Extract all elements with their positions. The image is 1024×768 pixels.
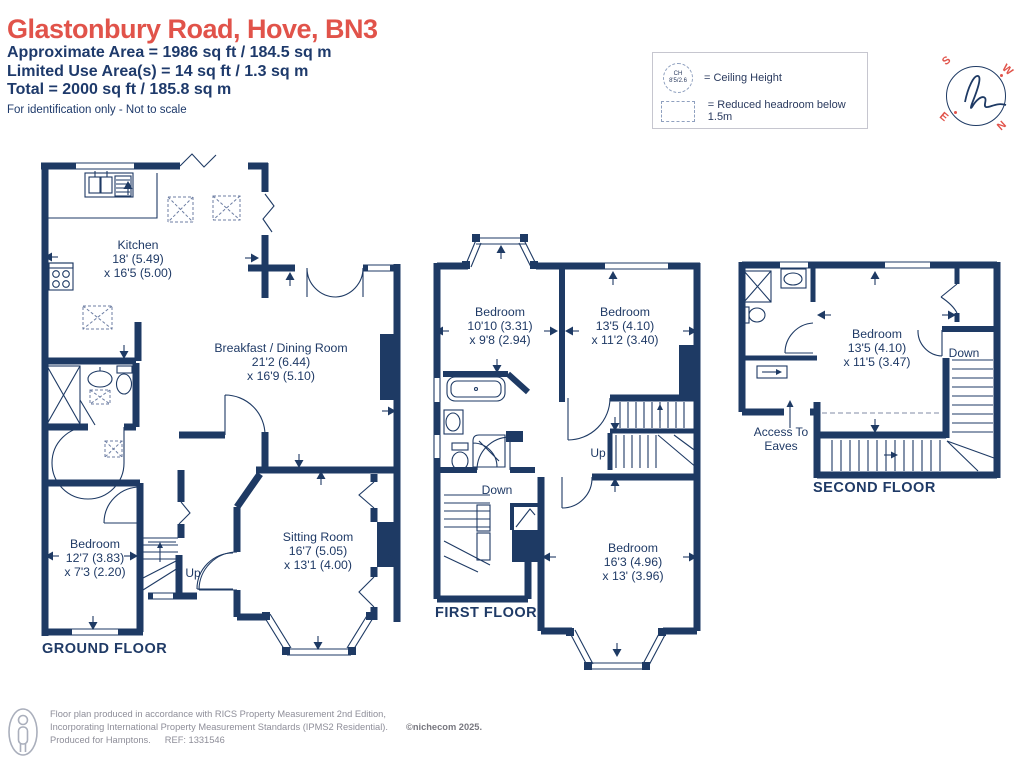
first-bedroom1-label: Bedroom 10'10 (3.31) x 9'8 (2.94) bbox=[467, 305, 532, 347]
ceiling-height-example: 8'5/2.6 bbox=[669, 78, 687, 84]
agency-logo: S W N E bbox=[937, 54, 1015, 134]
room-dim1: 18' (5.49) bbox=[112, 252, 164, 266]
eaves-label-line1: Access To bbox=[754, 425, 809, 439]
room-dim2: x 13'1 (4.00) bbox=[284, 558, 352, 572]
second-shower-room-fixtures bbox=[742, 268, 807, 324]
person-icon bbox=[8, 708, 38, 756]
ground-bay-window bbox=[262, 612, 374, 656]
ground-floor-plan: Kitchen 18' (5.49) x 16'5 (5.00) Breakfa… bbox=[41, 153, 401, 657]
footer-copyright: ©nichecom 2025. bbox=[405, 722, 483, 732]
ground-floor-title: GROUND FLOOR bbox=[42, 641, 167, 657]
disclaimer: For identification only - Not to scale bbox=[7, 103, 187, 116]
footer-line3-row: Produced for Hamptons. REF: 1331546 bbox=[50, 734, 482, 747]
legend-box: CH 8'5/2.6 = Ceiling Height = Reduced he… bbox=[652, 52, 868, 129]
room-name: Bedroom bbox=[608, 541, 658, 555]
kitchen-label: Kitchen 18' (5.49) x 16'5 (5.00) bbox=[104, 238, 172, 280]
ground-up-label: Up bbox=[185, 566, 201, 580]
ground-walls bbox=[41, 162, 401, 636]
reduced-headroom-icon bbox=[661, 100, 695, 122]
second-down-label: Down bbox=[949, 346, 980, 360]
first-windows bbox=[433, 262, 668, 458]
ceiling-height-abbr: CH bbox=[673, 71, 683, 77]
footer-line2-row: Incorporating International Property Mea… bbox=[50, 721, 482, 734]
eaves-label-line2: Eaves bbox=[764, 439, 797, 453]
second-windows bbox=[780, 261, 930, 269]
logo-monogram-icon bbox=[964, 75, 1007, 109]
room-dim2: x 13' (3.96) bbox=[602, 569, 663, 583]
ceiling-height-icon: CH 8'5/2.6 bbox=[663, 63, 693, 93]
room-dim1: 10'10 (3.31) bbox=[467, 319, 532, 333]
total-area: Total = 2000 sq ft / 185.8 sq m bbox=[7, 81, 232, 98]
ceiling-height-label: = Ceiling Height bbox=[704, 72, 782, 84]
header: Glastonbury Road, Hove, BN3 Approximate … bbox=[7, 14, 378, 116]
first-floor-title: FIRST FLOOR bbox=[435, 605, 537, 621]
room-dim2: x 11'2 (3.40) bbox=[591, 333, 658, 347]
room-dim2: x 16'5 (5.00) bbox=[104, 266, 172, 280]
second-bedroom-label: Bedroom 13'5 (4.10) x 11'5 (3.47) bbox=[843, 327, 910, 369]
room-name: Bedroom bbox=[852, 327, 902, 341]
second-stairs bbox=[831, 359, 995, 472]
first-bay-window-bottom bbox=[566, 628, 667, 670]
second-doors bbox=[784, 283, 958, 357]
room-dim1: 12'7 (3.83) bbox=[66, 551, 124, 565]
room-name: Kitchen bbox=[117, 238, 158, 252]
room-dim1: 16'3 (4.96) bbox=[604, 555, 662, 569]
first-bathroom-fixtures bbox=[443, 376, 506, 471]
room-name: Breakfast / Dining Room bbox=[214, 341, 347, 355]
room-dim1: 21'2 (6.44) bbox=[252, 355, 310, 369]
ground-bedroom-label: Bedroom 12'7 (3.83) x 7'3 (2.20) bbox=[64, 537, 125, 579]
room-dim2: x 16'9 (5.10) bbox=[247, 369, 315, 383]
room-dim2: x 7'3 (2.20) bbox=[64, 565, 125, 579]
ground-shower-room-fixtures bbox=[46, 365, 133, 426]
ground-dimension-arrows bbox=[43, 180, 397, 651]
first-stairs-down bbox=[443, 494, 491, 573]
ground-windows bbox=[72, 162, 390, 636]
room-dim2: x 11'5 (3.47) bbox=[843, 355, 910, 369]
room-name: Bedroom bbox=[70, 537, 120, 551]
room-name: Bedroom bbox=[475, 305, 525, 319]
ground-doors bbox=[51, 267, 364, 591]
first-bedroom2-label: Bedroom 13'5 (4.10) x 11'2 (3.40) bbox=[591, 305, 658, 347]
page-title: Glastonbury Road, Hove, BN3 bbox=[7, 14, 378, 44]
second-floor-plan: Bedroom 13'5 (4.10) x 11'5 (3.47) Down A… bbox=[738, 261, 1001, 496]
ground-stairs bbox=[142, 537, 179, 591]
sitting-room-label: Sitting Room 16'7 (5.05) x 13'1 (4.00) bbox=[283, 530, 353, 572]
footer-line3: Produced for Hamptons. bbox=[50, 735, 151, 745]
limited-use-area: Limited Use Area(s) = 14 sq ft / 1.3 sq … bbox=[7, 62, 309, 80]
approximate-area: Approximate Area = 1986 sq ft / 184.5 sq… bbox=[7, 44, 332, 61]
second-floor-title: SECOND FLOOR bbox=[813, 480, 936, 496]
footer: Floor plan produced in accordance with R… bbox=[6, 706, 482, 758]
first-bedroom3-label: Bedroom 16'3 (4.96) x 13' (3.96) bbox=[602, 541, 663, 583]
eaves-access bbox=[756, 365, 794, 428]
room-dim1: 16'7 (5.05) bbox=[289, 544, 347, 558]
first-walls bbox=[433, 262, 701, 635]
room-name: Sitting Room bbox=[283, 530, 353, 544]
reduced-headroom-label: = Reduced headroom below 1.5m bbox=[707, 99, 846, 123]
ground-skylights bbox=[82, 195, 241, 458]
logo-dot2-icon bbox=[954, 111, 957, 114]
room-dim1: 13'5 (4.10) bbox=[848, 341, 906, 355]
logo-dot-icon bbox=[1000, 74, 1003, 77]
room-dim2: x 9'8 (2.94) bbox=[469, 333, 530, 347]
first-down-label: Down bbox=[482, 483, 513, 497]
first-floor-plan: Bedroom 10'10 (3.31) x 9'8 (2.94) Bedroo… bbox=[433, 234, 701, 670]
ground-open-plan-breaks bbox=[178, 153, 375, 608]
first-stairs-up bbox=[615, 402, 698, 469]
footer-line2: Incorporating International Property Mea… bbox=[50, 722, 388, 732]
breakfast-dining-label: Breakfast / Dining Room 21'2 (6.44) x 16… bbox=[214, 341, 347, 383]
logo-circle-icon bbox=[946, 66, 1006, 126]
footer-line1: Floor plan produced in accordance with R… bbox=[50, 709, 386, 719]
second-walls bbox=[738, 261, 1001, 479]
first-up-label: Up bbox=[590, 446, 606, 460]
room-dim1: 13'5 (4.10) bbox=[596, 319, 654, 333]
footer-text: Floor plan produced in accordance with R… bbox=[50, 706, 482, 758]
footer-ref: REF: 1331546 bbox=[164, 735, 225, 745]
kitchen-fixtures bbox=[48, 171, 158, 291]
first-bay-window-top bbox=[462, 234, 538, 269]
room-name: Bedroom bbox=[600, 305, 650, 319]
